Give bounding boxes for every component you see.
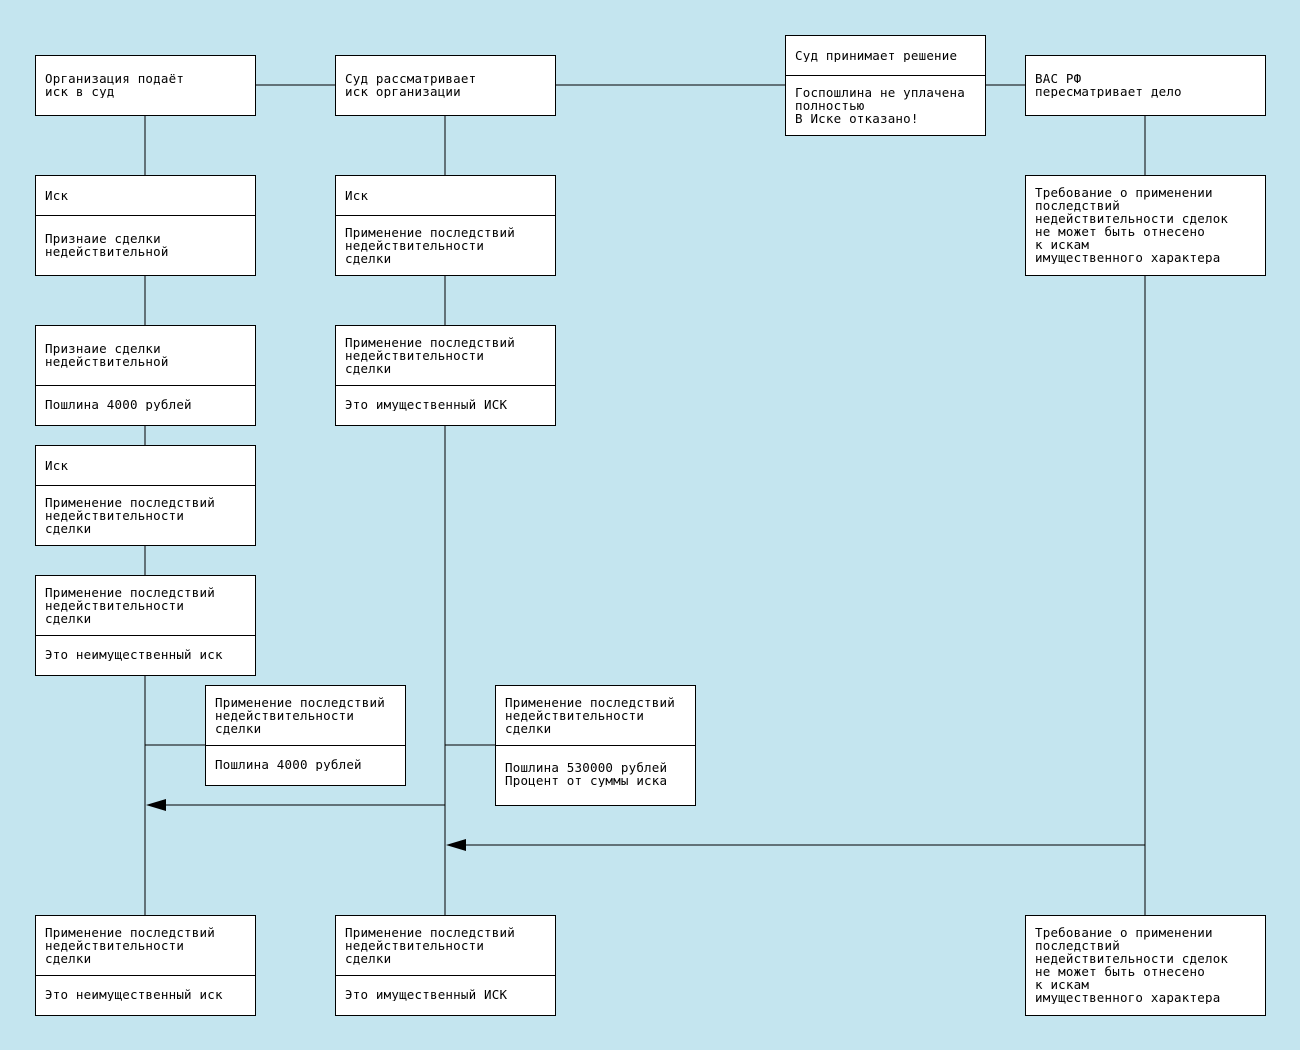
fee-4000-detail: Пошлина 4000 рублей	[215, 758, 362, 771]
court-considers-text: Суд рассматривает иск организации	[345, 72, 477, 98]
fee-530000-divider	[496, 745, 695, 746]
court-decides-title: Суд принимает решение	[795, 49, 958, 62]
consequences-nonproperty-box: Применение последствий недействительност…	[35, 575, 256, 676]
final-property-box: Применение последствий недействительност…	[335, 915, 556, 1016]
final-nonproperty-divider	[36, 975, 255, 976]
consequences-property-title: Применение последствий недействительност…	[345, 336, 515, 375]
claim-a-box: Иск Признаие сделки недействительной	[35, 175, 256, 276]
claim-b-detail: Применение последствий недействительност…	[345, 226, 515, 265]
org-submits-box: Организация подаёт иск в суд	[35, 55, 256, 116]
fee-530000-title: Применение последствий недействительност…	[505, 696, 675, 735]
consequences-property-detail: Это имущественный ИСК	[345, 398, 508, 411]
arrowhead-col1	[146, 799, 166, 811]
recognition-fee-box: Признаие сделки недействительной Пошлина…	[35, 325, 256, 426]
claim-c-title: Иск	[45, 459, 69, 472]
vas-requirement-top-text: Требование о применении последствий неде…	[1035, 186, 1229, 264]
claim-c-detail: Применение последствий недействительност…	[45, 496, 215, 535]
fee-4000-title: Применение последствий недействительност…	[215, 696, 385, 735]
final-property-detail: Это имущественный ИСК	[345, 988, 508, 1001]
fee-4000-box: Применение последствий недействительност…	[205, 685, 406, 786]
final-nonproperty-box: Применение последствий недействительност…	[35, 915, 256, 1016]
recognition-fee-detail: Пошлина 4000 рублей	[45, 398, 192, 411]
claim-c-divider	[36, 485, 255, 486]
claim-b-title: Иск	[345, 189, 369, 202]
court-decides-detail: Госпошлина не уплачена полностью В Иске …	[795, 86, 965, 125]
final-property-divider	[336, 975, 555, 976]
arrowhead-col2	[446, 839, 466, 851]
fee-530000-detail: Пошлина 530000 рублей Процент от суммы и…	[505, 761, 668, 787]
final-property-title: Применение последствий недействительност…	[345, 926, 515, 965]
fee-4000-divider	[206, 745, 405, 746]
claim-c-box: Иск Применение последствий недействитель…	[35, 445, 256, 546]
claim-b-box: Иск Применение последствий недействитель…	[335, 175, 556, 276]
consequences-nonproperty-title: Применение последствий недействительност…	[45, 586, 215, 625]
vas-requirement-bottom-text: Требование о применении последствий неде…	[1035, 926, 1229, 1004]
vas-requirement-bottom-box: Требование о применении последствий неде…	[1025, 915, 1266, 1016]
consequences-property-box: Применение последствий недействительност…	[335, 325, 556, 426]
claim-a-divider	[36, 215, 255, 216]
consequences-nonproperty-detail: Это неимущественный иск	[45, 648, 223, 661]
vas-reviews-text: ВАС РФ пересматривает дело	[1035, 72, 1182, 98]
court-decides-divider	[786, 75, 985, 76]
court-considers-box: Суд рассматривает иск организации	[335, 55, 556, 116]
claim-a-title: Иск	[45, 189, 69, 202]
org-submits-text: Организация подаёт иск в суд	[45, 72, 185, 98]
fee-530000-box: Применение последствий недействительност…	[495, 685, 696, 806]
claim-b-divider	[336, 215, 555, 216]
final-nonproperty-title: Применение последствий недействительност…	[45, 926, 215, 965]
final-nonproperty-detail: Это неимущественный иск	[45, 988, 223, 1001]
recognition-fee-divider	[36, 385, 255, 386]
recognition-fee-title: Признаие сделки недействительной	[45, 342, 169, 368]
court-decides-box: Суд принимает решение Госпошлина не упла…	[785, 35, 986, 136]
consequences-property-divider	[336, 385, 555, 386]
claim-a-detail: Признаие сделки недействительной	[45, 232, 169, 258]
vas-reviews-box: ВАС РФ пересматривает дело	[1025, 55, 1266, 116]
consequences-nonproperty-divider	[36, 635, 255, 636]
vas-requirement-top-box: Требование о применении последствий неде…	[1025, 175, 1266, 276]
